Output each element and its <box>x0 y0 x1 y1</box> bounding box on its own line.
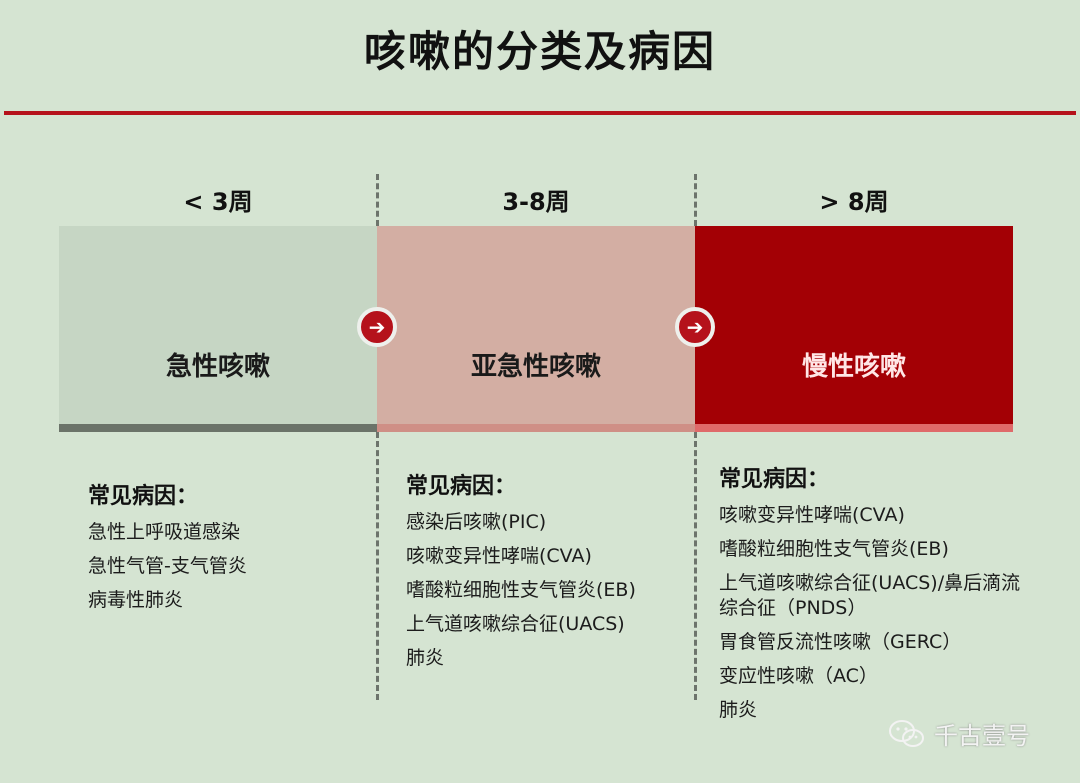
cause-item: 病毒性肺炎 <box>88 589 184 611</box>
divider-bottom-2 <box>694 432 697 700</box>
arrow-right-icon: ➔ <box>675 307 715 347</box>
cause-item: 嗜酸粒细胞性支气管炎(EB) <box>406 579 636 601</box>
cause-item: 咳嗽变异性哮喘(CVA) <box>719 504 905 526</box>
divider-top-1 <box>376 174 379 226</box>
band-label-acute: 急性咳嗽 <box>165 351 270 382</box>
period-gt8w: > 8周 <box>819 188 889 216</box>
title-rule <box>4 111 1076 115</box>
causes-heading: 常见病因： <box>88 484 199 509</box>
cause-item: 上气道咳嗽综合征(UACS) <box>406 613 625 635</box>
cause-item: 咳嗽变异性哮喘(CVA) <box>406 545 592 567</box>
page-title: 咳嗽的分类及病因 <box>363 27 716 76</box>
cause-item: 变应性咳嗽（AC） <box>719 665 878 687</box>
divider-top-2 <box>694 174 697 226</box>
watermark: 千古壹号 <box>888 716 1030 751</box>
band-label-subacute: 亚急性咳嗽 <box>470 351 601 382</box>
cause-item: 急性上呼吸道感染 <box>88 521 241 543</box>
causes-acute: 常见病因： 急性上呼吸道感染 急性气管-支气管炎 病毒性肺炎 <box>88 478 358 622</box>
causes-heading: 常见病因： <box>719 467 830 492</box>
cause-item: 肺炎 <box>719 699 758 721</box>
band-underline-subacute <box>377 424 695 432</box>
cause-item: 嗜酸粒细胞性支气管炎(EB) <box>719 538 949 560</box>
wechat-icon <box>888 719 926 749</box>
cause-item: 上气道咳嗽综合征(UACS)/鼻后滴流综合征（PNDS） <box>719 572 1021 619</box>
band-acute: 急性咳嗽 <box>59 226 377 424</box>
arrow-right-icon: ➔ <box>357 307 397 347</box>
cause-item: 肺炎 <box>406 647 445 669</box>
band-subacute: 亚急性咳嗽 <box>377 226 695 424</box>
cause-item: 胃食管反流性咳嗽（GERC） <box>719 631 962 653</box>
period-lt3w: < 3周 <box>183 188 253 216</box>
causes-heading: 常见病因： <box>406 474 517 499</box>
band-chronic: 慢性咳嗽 <box>695 226 1013 424</box>
band-label-chronic: 慢性咳嗽 <box>801 351 906 382</box>
cause-item: 感染后咳嗽(PIC) <box>406 511 547 533</box>
cause-item: 急性气管-支气管炎 <box>88 555 247 577</box>
band-underline-chronic <box>695 424 1013 432</box>
watermark-text: 千古壹号 <box>934 722 1030 750</box>
band-underline-acute <box>59 424 377 432</box>
causes-chronic: 常见病因： 咳嗽变异性哮喘(CVA) 嗜酸粒细胞性支气管炎(EB) 上气道咳嗽综… <box>719 461 1039 732</box>
causes-subacute: 常见病因： 感染后咳嗽(PIC) 咳嗽变异性哮喘(CVA) 嗜酸粒细胞性支气管炎… <box>406 468 686 680</box>
period-3to8w: 3-8周 <box>502 188 570 216</box>
divider-bottom-1 <box>376 432 379 700</box>
